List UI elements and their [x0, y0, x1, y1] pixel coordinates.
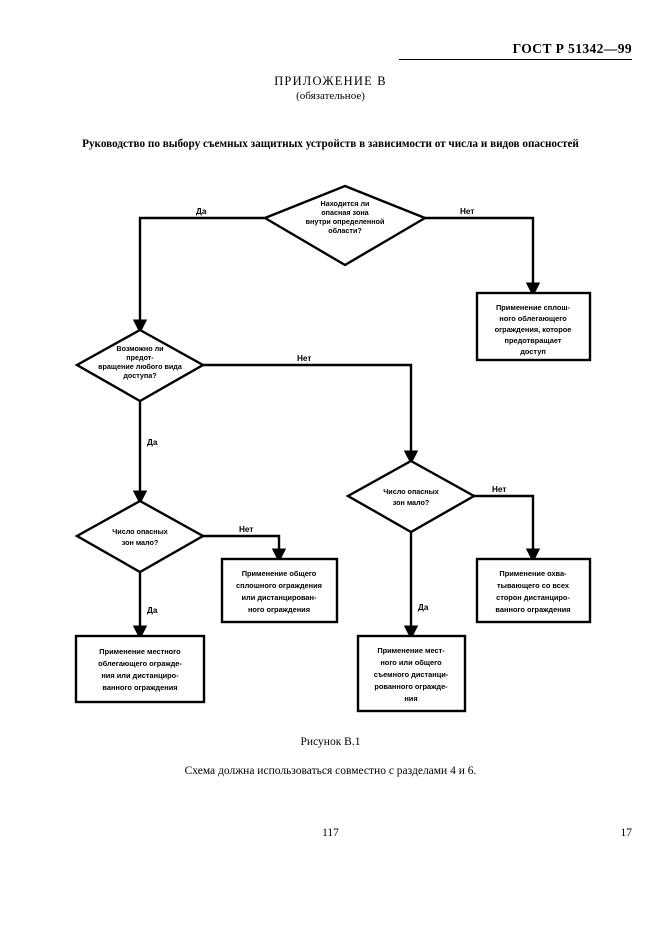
process-text-line-3: ограждения, которое [495, 325, 572, 334]
process-node-local-close-fitting-or-distance-guard: Применение местного облегающего огражде-… [74, 634, 206, 704]
process-node-general-solid-or-distance-guard: Применение общего сплошного ограждения и… [220, 557, 339, 624]
process-shape [74, 634, 206, 704]
process-shape [475, 557, 592, 624]
figure-note: Схема должна использоваться совместно с … [184, 765, 477, 777]
edge-d1-to-b1 [425, 216, 541, 297]
decision-text-line-4: доступа? [123, 371, 156, 380]
process-text-line-4: предотвращает [505, 336, 562, 345]
decision-node-prevent-any-access: Возможно ли предот- вращение любого вида… [74, 328, 206, 403]
decision-shape [262, 184, 428, 267]
process-text-line-4: рованного огражде- [374, 682, 448, 691]
process-shape [220, 557, 339, 624]
decision-text-line-4: области? [328, 226, 362, 235]
process-text-line-1: Применение сплош- [496, 303, 571, 312]
process-text-line-1: Применение охва- [499, 569, 567, 578]
process-shape [475, 291, 592, 362]
decision-text-line-1: Возможно ли [116, 344, 163, 353]
process-text-line-4: ванного ограждения [102, 683, 177, 692]
page-number-center: 117 [322, 827, 339, 839]
page-number-right: 17 [620, 827, 633, 839]
process-text-line-2: ного облегающего [499, 314, 567, 323]
decision-text-line-2: предот- [126, 353, 154, 362]
edge-label-d4-no: Нет [239, 525, 253, 534]
edge-label-d3-no: Нет [492, 485, 506, 494]
process-text-line-3: ния или дистанциро- [101, 671, 179, 680]
decision-text-line-3: вращение любого вида [98, 362, 183, 371]
edge-label-d2-yes: Да [147, 438, 158, 447]
process-text-line-5: ния [404, 694, 417, 703]
decision-text-line-2: зон мало? [122, 538, 159, 547]
appendix-subtitle: (обязательное) [296, 90, 365, 102]
edge-d1-to-d2 [132, 216, 265, 334]
page-title: Руководство по выбору съемных защитных у… [82, 138, 579, 150]
process-node-local-or-general-removable-distance-guard: Применение мест- ного или общего съемног… [356, 634, 467, 713]
process-text-line-3: сторон дистанциро- [496, 593, 570, 602]
decision-shape [345, 459, 477, 534]
process-text-line-3: съемного дистанци- [374, 670, 449, 679]
process-shape [356, 634, 467, 713]
flowchart: Да Нет Да Нет Да Нет Да Нет Находится ли… [74, 184, 592, 713]
edge-label-d1-yes: Да [196, 207, 207, 216]
process-text-line-4: ного ограждения [248, 605, 310, 614]
process-text-line-2: ного или общего [380, 658, 442, 667]
process-text-line-1: Применение местного [99, 647, 181, 656]
edge-label-d2-no: Нет [297, 354, 311, 363]
edge-label-d1-no: Нет [460, 207, 474, 216]
process-text-line-1: Применение общего [242, 569, 317, 578]
decision-node-hazard-zone-inside-area: Находится ли опасная зона внутри определ… [262, 184, 428, 267]
process-text-line-2: сплошного ограждения [236, 581, 322, 590]
process-node-enclosing-distance-guard: Применение охва- тывающего со всех сторо… [475, 557, 592, 624]
edge-d4-to-b2 [203, 534, 287, 563]
process-text-line-3: или дистанцирован- [242, 593, 318, 602]
decision-text-line-2: зон мало? [393, 498, 430, 507]
process-text-line-2: облегающего огражде- [98, 659, 182, 668]
appendix-title: ПРИЛОЖЕНИЕ В [274, 74, 387, 88]
figure-caption: Рисунок В.1 [300, 736, 361, 748]
decision-shape [74, 328, 206, 403]
decision-text-line-2: опасная зона [321, 208, 369, 217]
process-text-line-1: Применение мест- [377, 646, 445, 655]
decision-node-few-hazard-zones-right: Число опасных зон мало? [345, 459, 477, 534]
decision-node-few-hazard-zones-left: Число опасных зон мало? [74, 499, 206, 574]
edge-d3-to-b3 [474, 494, 541, 563]
decision-text-line-1: Число опасных [383, 487, 439, 496]
decision-shape [74, 499, 206, 574]
process-text-line-4: ванного ограждения [495, 605, 570, 614]
edge-label-d3-yes: Да [418, 603, 429, 612]
header-rule [399, 59, 632, 60]
process-node-solid-close-fitting-guard: Применение сплош- ного облегающего ограж… [475, 291, 592, 362]
standard-header: ГОСТ Р 51342—99 [512, 41, 632, 56]
edge-label-d4-yes: Да [147, 606, 158, 615]
decision-text-line-1: Число опасных [112, 527, 168, 536]
decision-text-line-1: Находится ли [321, 199, 370, 208]
process-text-line-2: тывающего со всех [497, 581, 570, 590]
decision-text-line-3: внутри определенной [306, 217, 385, 226]
process-text-line-5: доступ [520, 347, 546, 356]
edge-d2-to-d3 [203, 363, 419, 465]
